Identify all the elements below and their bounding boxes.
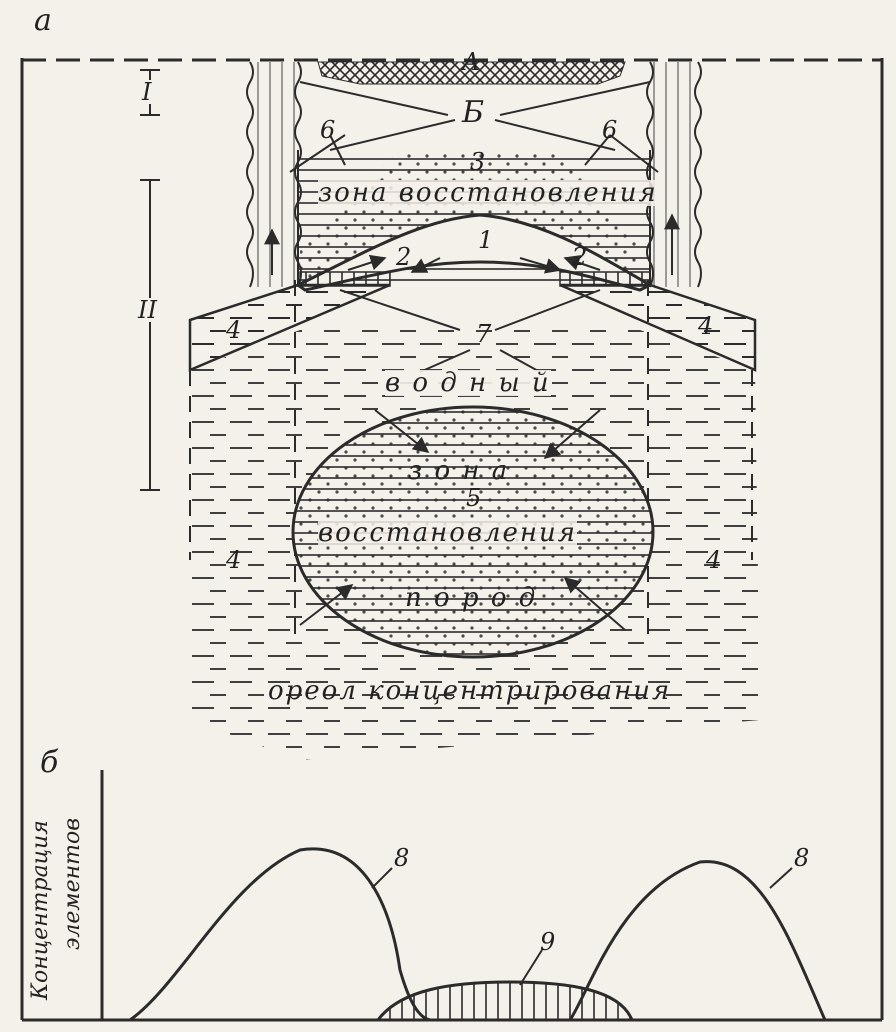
label-2-left: 2	[396, 243, 412, 271]
pointer-lines	[289, 81, 659, 373]
label-7: 7	[476, 320, 492, 348]
label-6-left: 6	[320, 116, 336, 144]
flow-arrows	[347, 254, 601, 274]
label-8-left: 8	[394, 844, 410, 872]
ylabel-line-1: Концентрация	[28, 820, 53, 1000]
curve-9	[375, 980, 635, 1022]
water-label: в о д н ы й	[385, 368, 551, 398]
zone-label: з о н а	[408, 456, 510, 486]
label-b: Б	[462, 95, 485, 130]
left-layer-4	[188, 283, 391, 372]
panel-label-a: a	[34, 3, 52, 38]
guide-lines	[189, 280, 753, 640]
label-9: 9	[540, 928, 556, 956]
label-8-right: 8	[794, 844, 810, 872]
label-5: 5	[466, 484, 482, 512]
upper-zone-label: зона восстановления	[318, 178, 658, 208]
reduction-label: восстановления	[318, 518, 578, 548]
label-4-upper-left: 4	[226, 316, 242, 344]
range-label-1: I	[142, 78, 152, 106]
curve-8-left	[129, 847, 431, 1022]
rocks-label: п о р о д	[405, 583, 538, 613]
label-3: 3	[470, 148, 486, 176]
ore-body-a	[317, 61, 626, 85]
label-2-right: 2	[572, 243, 588, 271]
right-column	[646, 61, 702, 288]
label-a: А	[462, 48, 481, 76]
inflow-arrows	[299, 409, 626, 631]
left-column	[246, 61, 302, 288]
label-1: 1	[478, 226, 494, 254]
halo-label: ореол концентрирования	[268, 676, 672, 706]
label-6-right: 6	[602, 116, 618, 144]
range-label-2: II	[138, 296, 157, 324]
depth-scale	[140, 69, 160, 491]
ylabel-line-2: элементов	[60, 817, 85, 950]
panel-label-b: б	[40, 745, 59, 780]
label-4-lower-right: 4	[706, 546, 722, 574]
frame	[20, 58, 884, 1022]
label-4-lower-left: 4	[226, 546, 242, 574]
upper-zone-border	[297, 150, 651, 285]
curve-8-right	[568, 860, 827, 1021]
right-layer-4	[559, 283, 757, 372]
curve-pointers	[371, 867, 793, 986]
label-4-upper-right: 4	[698, 312, 714, 340]
